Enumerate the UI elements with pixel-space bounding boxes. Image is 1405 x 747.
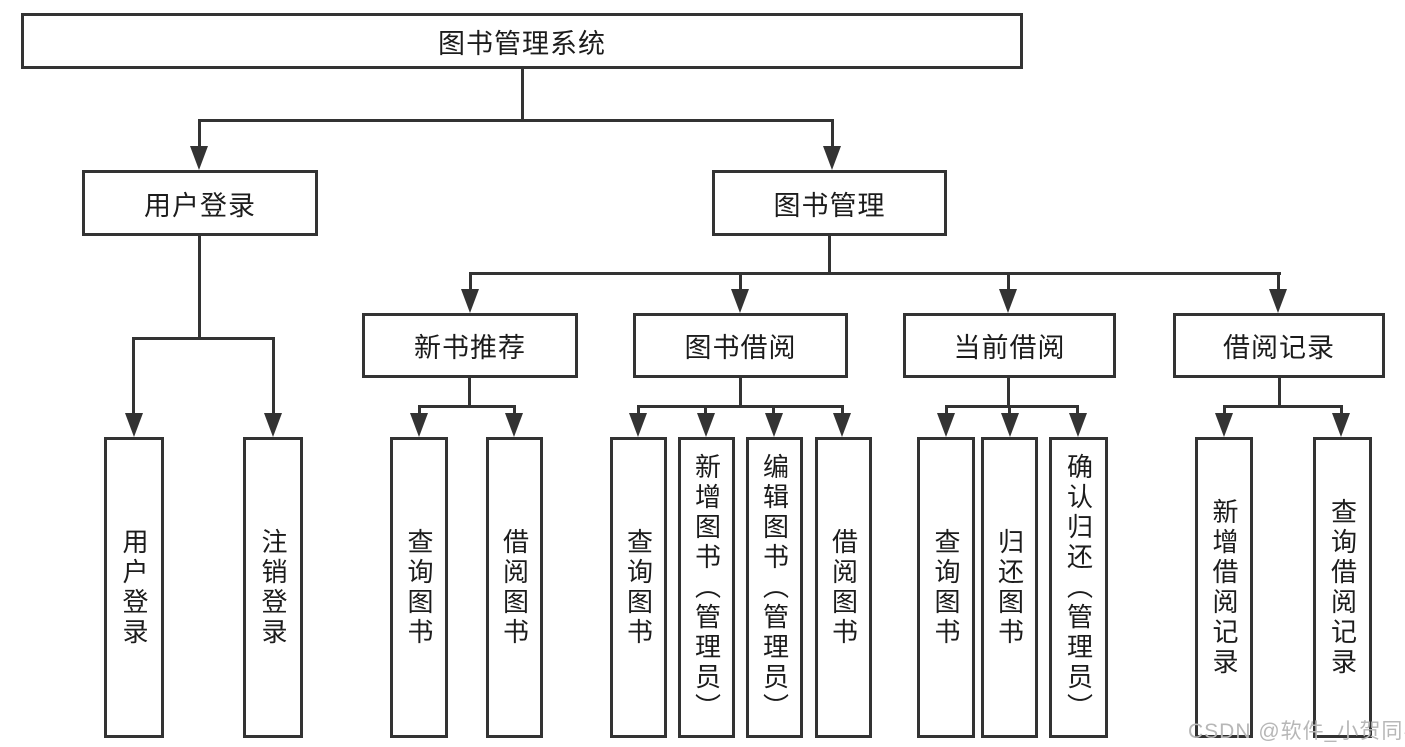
leaf-borrow-borrow: 借阅图书 [815, 437, 872, 738]
connector-mgmt-stub [828, 235, 831, 273]
arrow-down-icon [697, 413, 715, 437]
connector-newbook-stem-2 [513, 406, 516, 415]
node-borrow-record-label: 借阅记录 [1223, 333, 1335, 363]
leaf-borrow-query-label: 查询图书 [623, 527, 654, 648]
leaf-borrow-add: 新增图书（管理员） [678, 437, 735, 738]
leaf-borrow-add-label: 新增图书（管理员） [691, 452, 722, 723]
arrow-down-icon [1269, 289, 1287, 313]
node-user-login: 用户登录 [82, 170, 318, 236]
node-borrow-record: 借阅记录 [1173, 313, 1385, 378]
connector-root-stub [521, 68, 524, 119]
connector-l2-stem-left [198, 119, 201, 148]
connector-newbook-stem-1 [418, 406, 421, 415]
connector-record-stem-2 [1340, 406, 1343, 415]
leaf-current-query: 查询图书 [917, 437, 975, 738]
node-root-label: 图书管理系统 [438, 28, 606, 59]
arrow-down-icon [410, 413, 428, 437]
connector-newbook-stub [468, 377, 471, 407]
leaf-newbook-borrow-label: 借阅图书 [499, 527, 530, 648]
arrow-down-icon [765, 413, 783, 437]
connector-current-stub [1007, 377, 1010, 407]
connector-borrow-stem-4 [841, 406, 844, 415]
connector-l3-stem-d [1277, 274, 1280, 291]
connector-user-stub [198, 235, 201, 337]
connector-current-hline [945, 405, 1079, 408]
leaf-current-query-label: 查询图书 [931, 527, 961, 648]
leaf-newbook-borrow: 借阅图书 [486, 437, 543, 738]
arrow-down-icon [937, 413, 955, 437]
node-current-borrow-label: 当前借阅 [953, 333, 1066, 363]
arrow-down-icon [833, 413, 851, 437]
connector-borrow-stub [739, 377, 742, 407]
connector-user-stem-1 [132, 339, 135, 415]
leaf-user-logout-label: 注销登录 [258, 527, 288, 648]
connector-borrow-stem-2 [704, 406, 707, 415]
arrow-down-icon [629, 413, 647, 437]
connector-borrow-stem-3 [772, 406, 775, 415]
connector-borrow-hline [637, 405, 844, 408]
connector-current-stem-3 [1076, 406, 1079, 415]
leaf-record-add: 新增借阅记录 [1195, 437, 1253, 738]
leaf-user-login-label: 用户登录 [119, 527, 149, 648]
connector-record-stem-1 [1223, 406, 1226, 415]
arrow-down-icon [1215, 413, 1233, 437]
leaf-borrow-query: 查询图书 [610, 437, 667, 738]
arrow-down-icon [125, 413, 143, 437]
connector-l2-hline [198, 119, 834, 122]
connector-l3-stem-b [739, 274, 742, 291]
connector-current-stem-1 [945, 406, 948, 415]
arrow-down-icon [190, 146, 208, 170]
leaf-borrow-edit: 编辑图书（管理员） [746, 437, 803, 738]
connector-user-hline [132, 337, 275, 340]
leaf-current-confirm-label: 确认归还（管理员） [1063, 452, 1094, 723]
arrow-down-icon [731, 289, 749, 313]
node-book-mgmt-label: 图书管理 [773, 190, 886, 221]
arrow-down-icon [505, 413, 523, 437]
leaf-current-return: 归还图书 [981, 437, 1038, 738]
arrow-down-icon [999, 289, 1017, 313]
connector-l3-hline [469, 272, 1281, 275]
leaf-record-query-label: 查询借阅记录 [1327, 497, 1358, 678]
connector-user-stem-2 [272, 339, 275, 415]
connector-newbook-hline [418, 405, 516, 408]
connector-record-hline [1223, 405, 1343, 408]
leaf-user-logout: 注销登录 [243, 437, 303, 738]
connector-l3-stem-a [469, 274, 472, 291]
leaf-borrow-borrow-label: 借阅图书 [828, 527, 859, 648]
node-current-borrow: 当前借阅 [903, 313, 1116, 378]
arrow-down-icon [264, 413, 282, 437]
node-new-book-rec-label: 新书推荐 [414, 333, 526, 363]
leaf-current-return-label: 归还图书 [994, 527, 1025, 648]
node-book-borrow: 图书借阅 [633, 313, 848, 378]
connector-current-stem-2 [1008, 406, 1011, 415]
leaf-newbook-query-label: 查询图书 [404, 527, 434, 648]
node-book-borrow-label: 图书借阅 [684, 333, 797, 363]
leaf-record-add-label: 新增借阅记录 [1209, 497, 1239, 678]
connector-l2-stem-right [831, 119, 834, 148]
arrow-down-icon [823, 146, 841, 170]
arrow-down-icon [461, 289, 479, 313]
node-book-mgmt: 图书管理 [712, 170, 947, 236]
connector-record-stub [1278, 377, 1281, 407]
node-root: 图书管理系统 [21, 13, 1023, 69]
leaf-user-login: 用户登录 [104, 437, 164, 738]
arrow-down-icon [1332, 413, 1350, 437]
connector-l3-stem-c [1007, 274, 1010, 291]
watermark: CSDN @软件_小贺同学 [1188, 720, 1405, 743]
leaf-borrow-edit-label: 编辑图书（管理员） [759, 452, 790, 723]
leaf-record-query: 查询借阅记录 [1313, 437, 1372, 738]
leaf-newbook-query: 查询图书 [390, 437, 448, 738]
leaf-current-confirm: 确认归还（管理员） [1049, 437, 1108, 738]
connector-borrow-stem-1 [637, 406, 640, 415]
arrow-down-icon [1001, 413, 1019, 437]
node-user-login-label: 用户登录 [144, 190, 256, 221]
arrow-down-icon [1069, 413, 1087, 437]
node-new-book-rec: 新书推荐 [362, 313, 578, 378]
